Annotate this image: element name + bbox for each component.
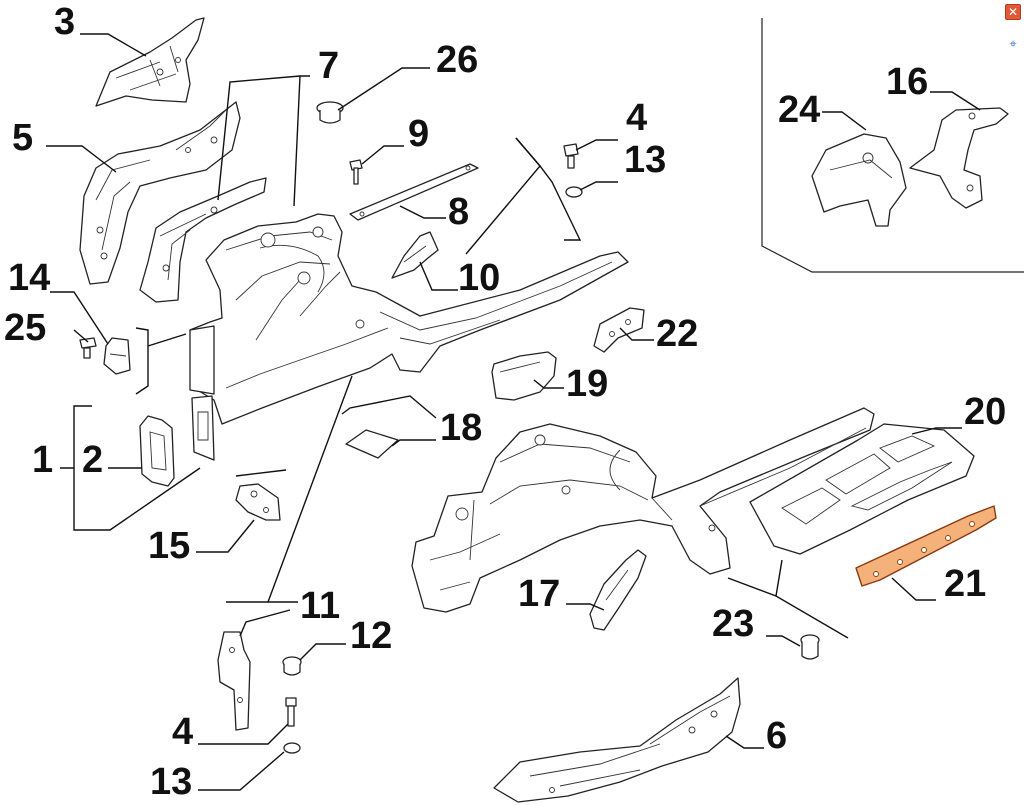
callout-14[interactable]: 14 <box>8 257 50 299</box>
front-structure-right[interactable] <box>411 407 875 613</box>
part-12[interactable] <box>282 656 302 676</box>
part-16[interactable] <box>909 107 1009 209</box>
zoom-icon: ⌖ <box>1009 36 1017 52</box>
callout-12[interactable]: 12 <box>350 615 392 657</box>
part-13-top[interactable] <box>565 186 583 198</box>
part-3[interactable] <box>95 17 205 107</box>
callout-25[interactable]: 25 <box>4 307 46 349</box>
callout-6[interactable]: 6 <box>766 715 787 757</box>
callout-22[interactable]: 22 <box>656 313 698 355</box>
leader-lines <box>46 33 981 791</box>
callout-21[interactable]: 21 <box>944 563 986 605</box>
part-10[interactable] <box>391 231 439 279</box>
part-6[interactable] <box>493 677 741 803</box>
callout-10[interactable]: 10 <box>458 257 500 299</box>
part-26[interactable] <box>316 101 344 124</box>
part-7-bracket[interactable] <box>139 177 267 303</box>
zoom-button[interactable]: ⌖ <box>1005 36 1021 52</box>
callout-15[interactable]: 15 <box>148 525 190 567</box>
callout-13-top[interactable]: 13 <box>624 139 666 181</box>
part-4-bottom[interactable] <box>285 697 297 727</box>
callout-8[interactable]: 8 <box>448 191 469 233</box>
callout-17[interactable]: 17 <box>518 573 560 615</box>
callout-4-bottom[interactable]: 4 <box>172 711 193 753</box>
callout-1[interactable]: 1 <box>32 439 53 481</box>
callout-4-top[interactable]: 4 <box>626 97 647 139</box>
callout-19[interactable]: 19 <box>566 363 608 405</box>
part-9[interactable] <box>349 159 363 185</box>
part-22[interactable] <box>593 307 645 353</box>
callout-23[interactable]: 23 <box>712 603 754 645</box>
part-2[interactable] <box>139 415 175 487</box>
part-15[interactable] <box>235 483 281 521</box>
callout-13-bottom[interactable]: 13 <box>150 761 192 803</box>
part-25[interactable] <box>79 337 97 359</box>
callout-26[interactable]: 26 <box>436 39 478 81</box>
callout-2[interactable]: 2 <box>82 439 103 481</box>
part-18[interactable] <box>345 429 399 459</box>
part-21-highlighted[interactable] <box>855 505 997 587</box>
part-23[interactable] <box>800 634 820 660</box>
callout-labels: 3 5 7 26 9 8 10 4 13 22 19 14 25 1 2 18 … <box>4 1 1006 803</box>
callout-7[interactable]: 7 <box>318 45 339 87</box>
callout-3[interactable]: 3 <box>54 1 75 43</box>
part-4-top[interactable] <box>563 143 579 169</box>
part-20[interactable] <box>749 423 975 555</box>
close-icon: ✕ <box>1007 5 1019 19</box>
part-24[interactable] <box>811 133 907 227</box>
part-17[interactable] <box>589 549 647 631</box>
front-structure-left[interactable] <box>189 213 629 461</box>
part-14[interactable] <box>103 337 131 375</box>
callout-5[interactable]: 5 <box>12 117 33 159</box>
callout-18[interactable]: 18 <box>440 407 482 449</box>
callout-9[interactable]: 9 <box>408 113 429 155</box>
part-5[interactable] <box>79 101 241 285</box>
part-8[interactable] <box>349 163 479 221</box>
close-button[interactable]: ✕ <box>1005 4 1021 20</box>
callout-16[interactable]: 16 <box>886 61 928 103</box>
part-11[interactable] <box>217 631 251 731</box>
callout-11[interactable]: 11 <box>300 585 340 627</box>
part-19[interactable] <box>491 351 557 401</box>
part-13-bottom[interactable] <box>283 742 301 754</box>
callout-24[interactable]: 24 <box>778 89 820 131</box>
callout-20[interactable]: 20 <box>964 391 1006 433</box>
inset-frame <box>761 18 1024 273</box>
